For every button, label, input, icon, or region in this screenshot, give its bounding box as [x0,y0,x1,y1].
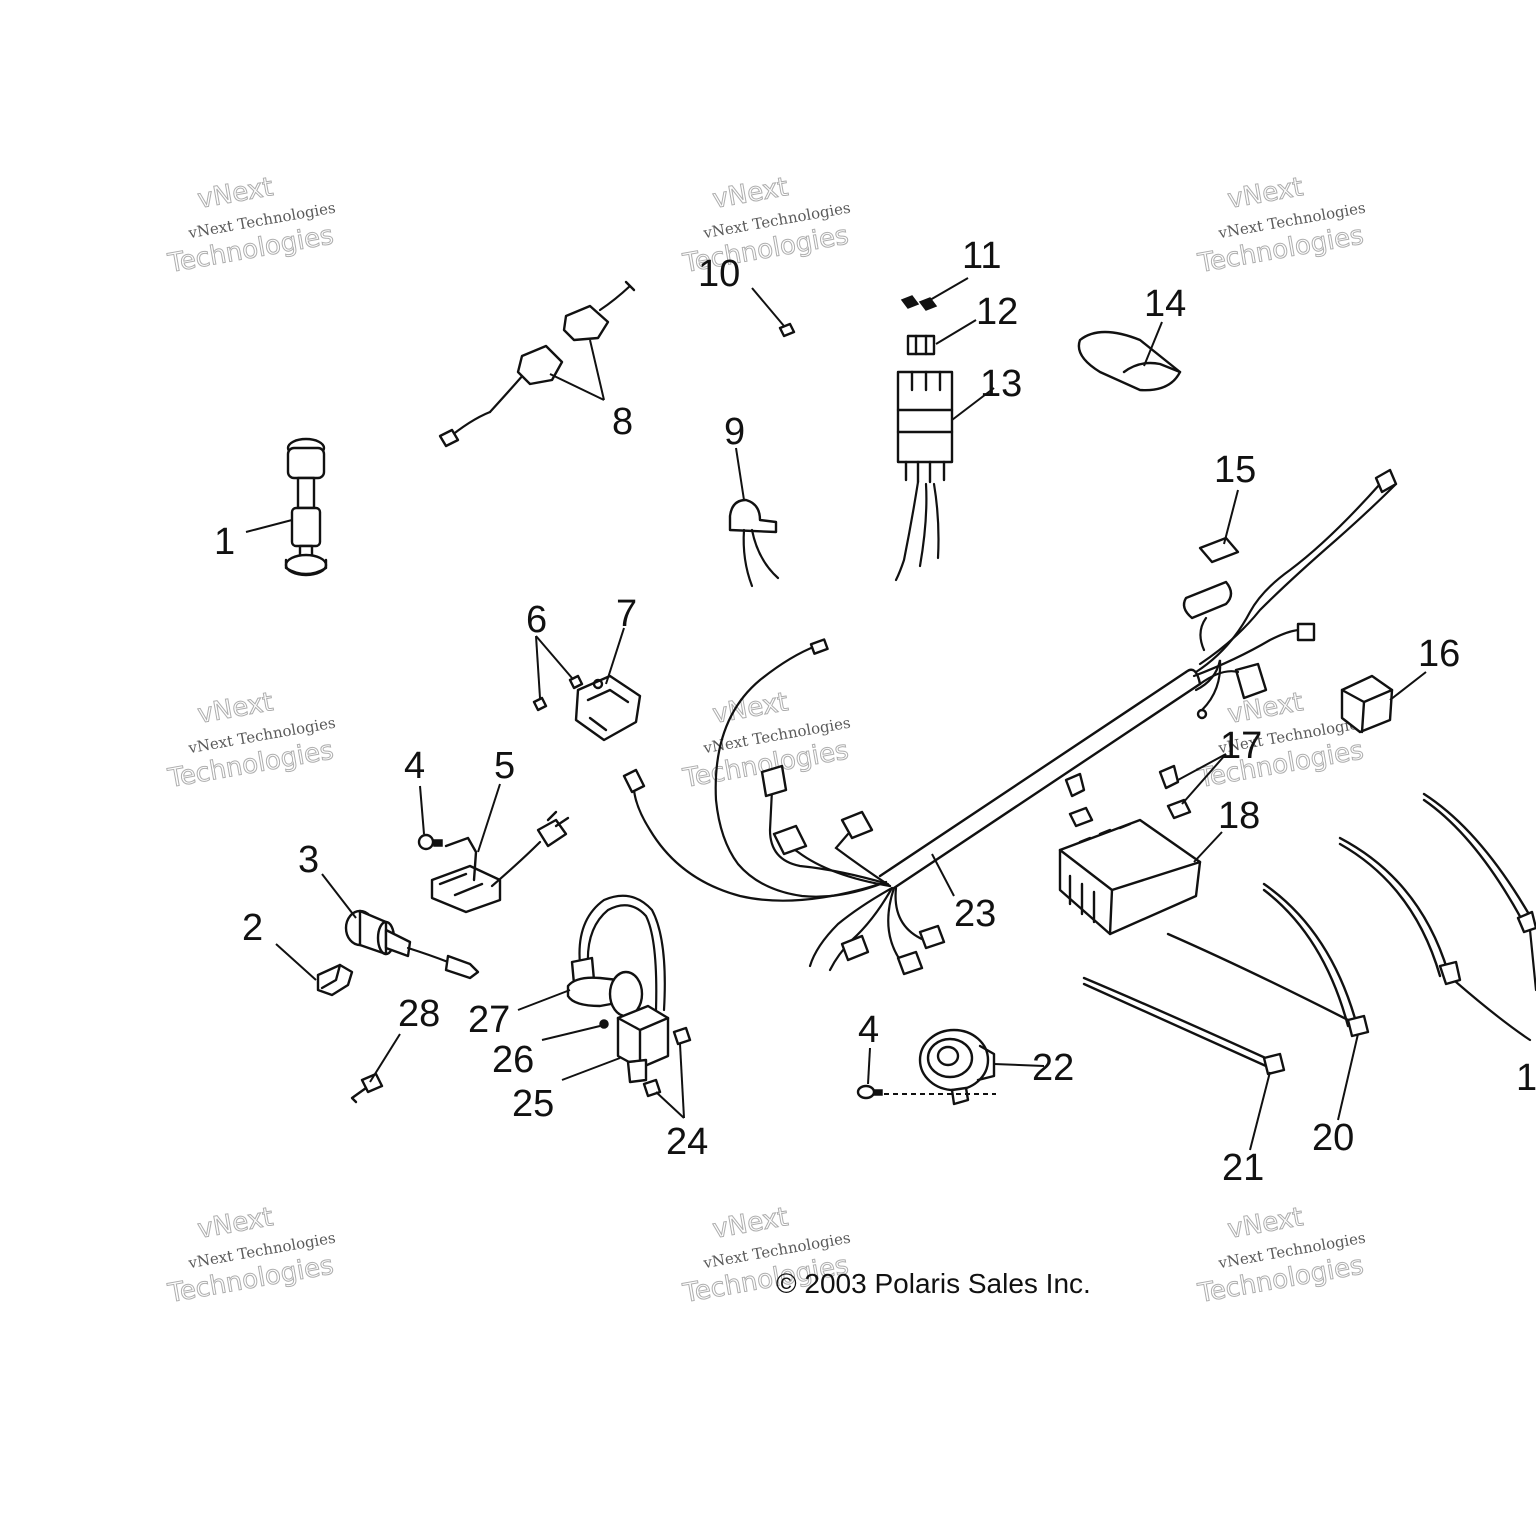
part-5-relay [430,810,570,914]
callout-8: 8 [612,401,633,443]
part-27-spark-plug-cap [566,894,666,1018]
part-14-cover [1077,330,1182,392]
callout-16: 16 [1418,633,1460,675]
callout-5: 5 [494,745,515,787]
watermark-top-right: vNext vNext Technologies Technologies [1195,172,1367,280]
callout-4-upper: 4 [404,745,425,787]
watermark-mid-left: vNext vNext Technologies Technologies [165,687,337,795]
callout-3: 3 [298,839,319,881]
callout-25: 25 [512,1083,554,1125]
callout-13: 13 [980,363,1022,405]
svg-text:vNext: vNext [195,1202,275,1245]
watermark-top-left: vNext vNext Technologies Technologies [165,172,337,280]
part-10-bulb [778,322,796,338]
part-2-clip [316,963,354,997]
callout-4-lower: 4 [858,1009,879,1051]
part-7-module [574,674,642,742]
part-9-socket [728,498,780,588]
callout-numbers: 1 2 3 4 5 6 7 8 9 10 11 12 13 14 15 16 1… [214,235,1536,1189]
part-6-screws [532,674,584,712]
callout-28: 28 [398,993,440,1035]
svg-text:vNext: vNext [195,687,275,730]
callout-12: 12 [976,291,1018,333]
callout-10: 10 [698,253,740,295]
callout-20: 20 [1312,1117,1354,1159]
part-13-fuse-block [894,370,954,582]
part-15-connector [1198,536,1240,564]
part-24-bolts [642,1026,692,1098]
part-8-connectors [438,280,636,448]
part-16-relay [1340,674,1394,734]
svg-text:vNext: vNext [1225,1202,1305,1245]
callout-22: 22 [1032,1047,1074,1089]
watermark-bottom-right: vNext vNext Technologies Technologies [1195,1202,1367,1310]
part-12-fuse [906,334,936,356]
part-4-bulb-upper [417,833,443,851]
svg-text:vNext: vNext [1225,172,1305,215]
svg-text:vNext: vNext [1225,687,1305,730]
part-19-straps [1338,792,1536,1042]
part-23-wiring-harness [622,468,1398,976]
callout-26: 26 [492,1039,534,1081]
svg-text:vNext: vNext [710,687,790,730]
svg-text:vNext: vNext [710,1202,790,1245]
part-1-ignition-switch [284,437,328,577]
callout-7: 7 [616,593,637,635]
callout-19: 1 [1516,1057,1536,1099]
part-20-strap [1166,882,1370,1038]
part-28-key [350,1072,384,1104]
part-21-strap [1082,976,1286,1076]
svg-text:vNext: vNext [710,172,790,215]
callout-15: 15 [1214,449,1256,491]
part-4-bulb-lower [856,1084,996,1100]
part-3-switch [344,909,480,980]
callout-23: 23 [954,893,996,935]
part-22-horn [918,1028,996,1106]
callout-9: 9 [724,411,745,453]
callout-2: 2 [242,907,263,949]
callout-11: 11 [962,235,1001,277]
callout-18: 18 [1218,795,1260,837]
callout-21: 21 [1222,1147,1264,1189]
callout-6: 6 [526,599,547,641]
part-11-fuses [900,295,938,311]
part-25-ignition-coil [616,1004,670,1084]
part-18-battery [1058,818,1202,936]
part-26-washer [599,1019,609,1029]
part-17-terminals [1064,764,1192,828]
watermark-bottom-left: vNext vNext Technologies Technologies [165,1202,337,1310]
callout-27: 27 [468,999,510,1041]
leader-lines [245,277,1427,1151]
callout-24: 24 [666,1121,708,1163]
callout-14: 14 [1144,283,1186,325]
copyright-notice: © 2003 Polaris Sales Inc. [776,1268,1091,1299]
callout-17: 17 [1220,725,1262,767]
svg-text:vNext: vNext [195,172,275,215]
callout-1: 1 [214,521,235,563]
